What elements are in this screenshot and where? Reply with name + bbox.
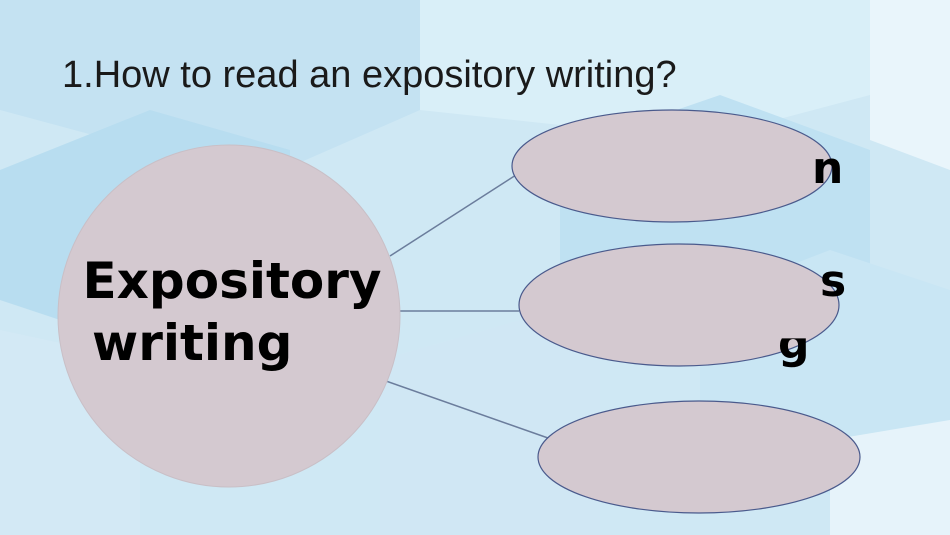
branch-ellipse-middle [518,243,840,367]
bg-hex-panel [380,320,600,535]
slide-title: 1.How to read an expository writing? [62,54,677,96]
branch-ellipse-bottom [537,400,861,514]
bg-hex-panel [830,420,950,535]
connector-line-top [389,174,517,257]
bg-hex-panel [870,0,950,170]
connector-line-bottom [385,380,549,439]
center-label-line-1: Expository [82,252,382,310]
behind-ellipse-text-lower: g [778,318,810,369]
bg-hex-panel [420,0,870,140]
behind-ellipse-text-middle: s [820,256,847,307]
center-label-line-2: writing [92,314,293,372]
center-label: Expository writing [62,250,402,374]
center-circle [57,144,401,488]
branch-ellipse-top [511,109,833,223]
behind-ellipse-text-top: n [812,143,844,194]
